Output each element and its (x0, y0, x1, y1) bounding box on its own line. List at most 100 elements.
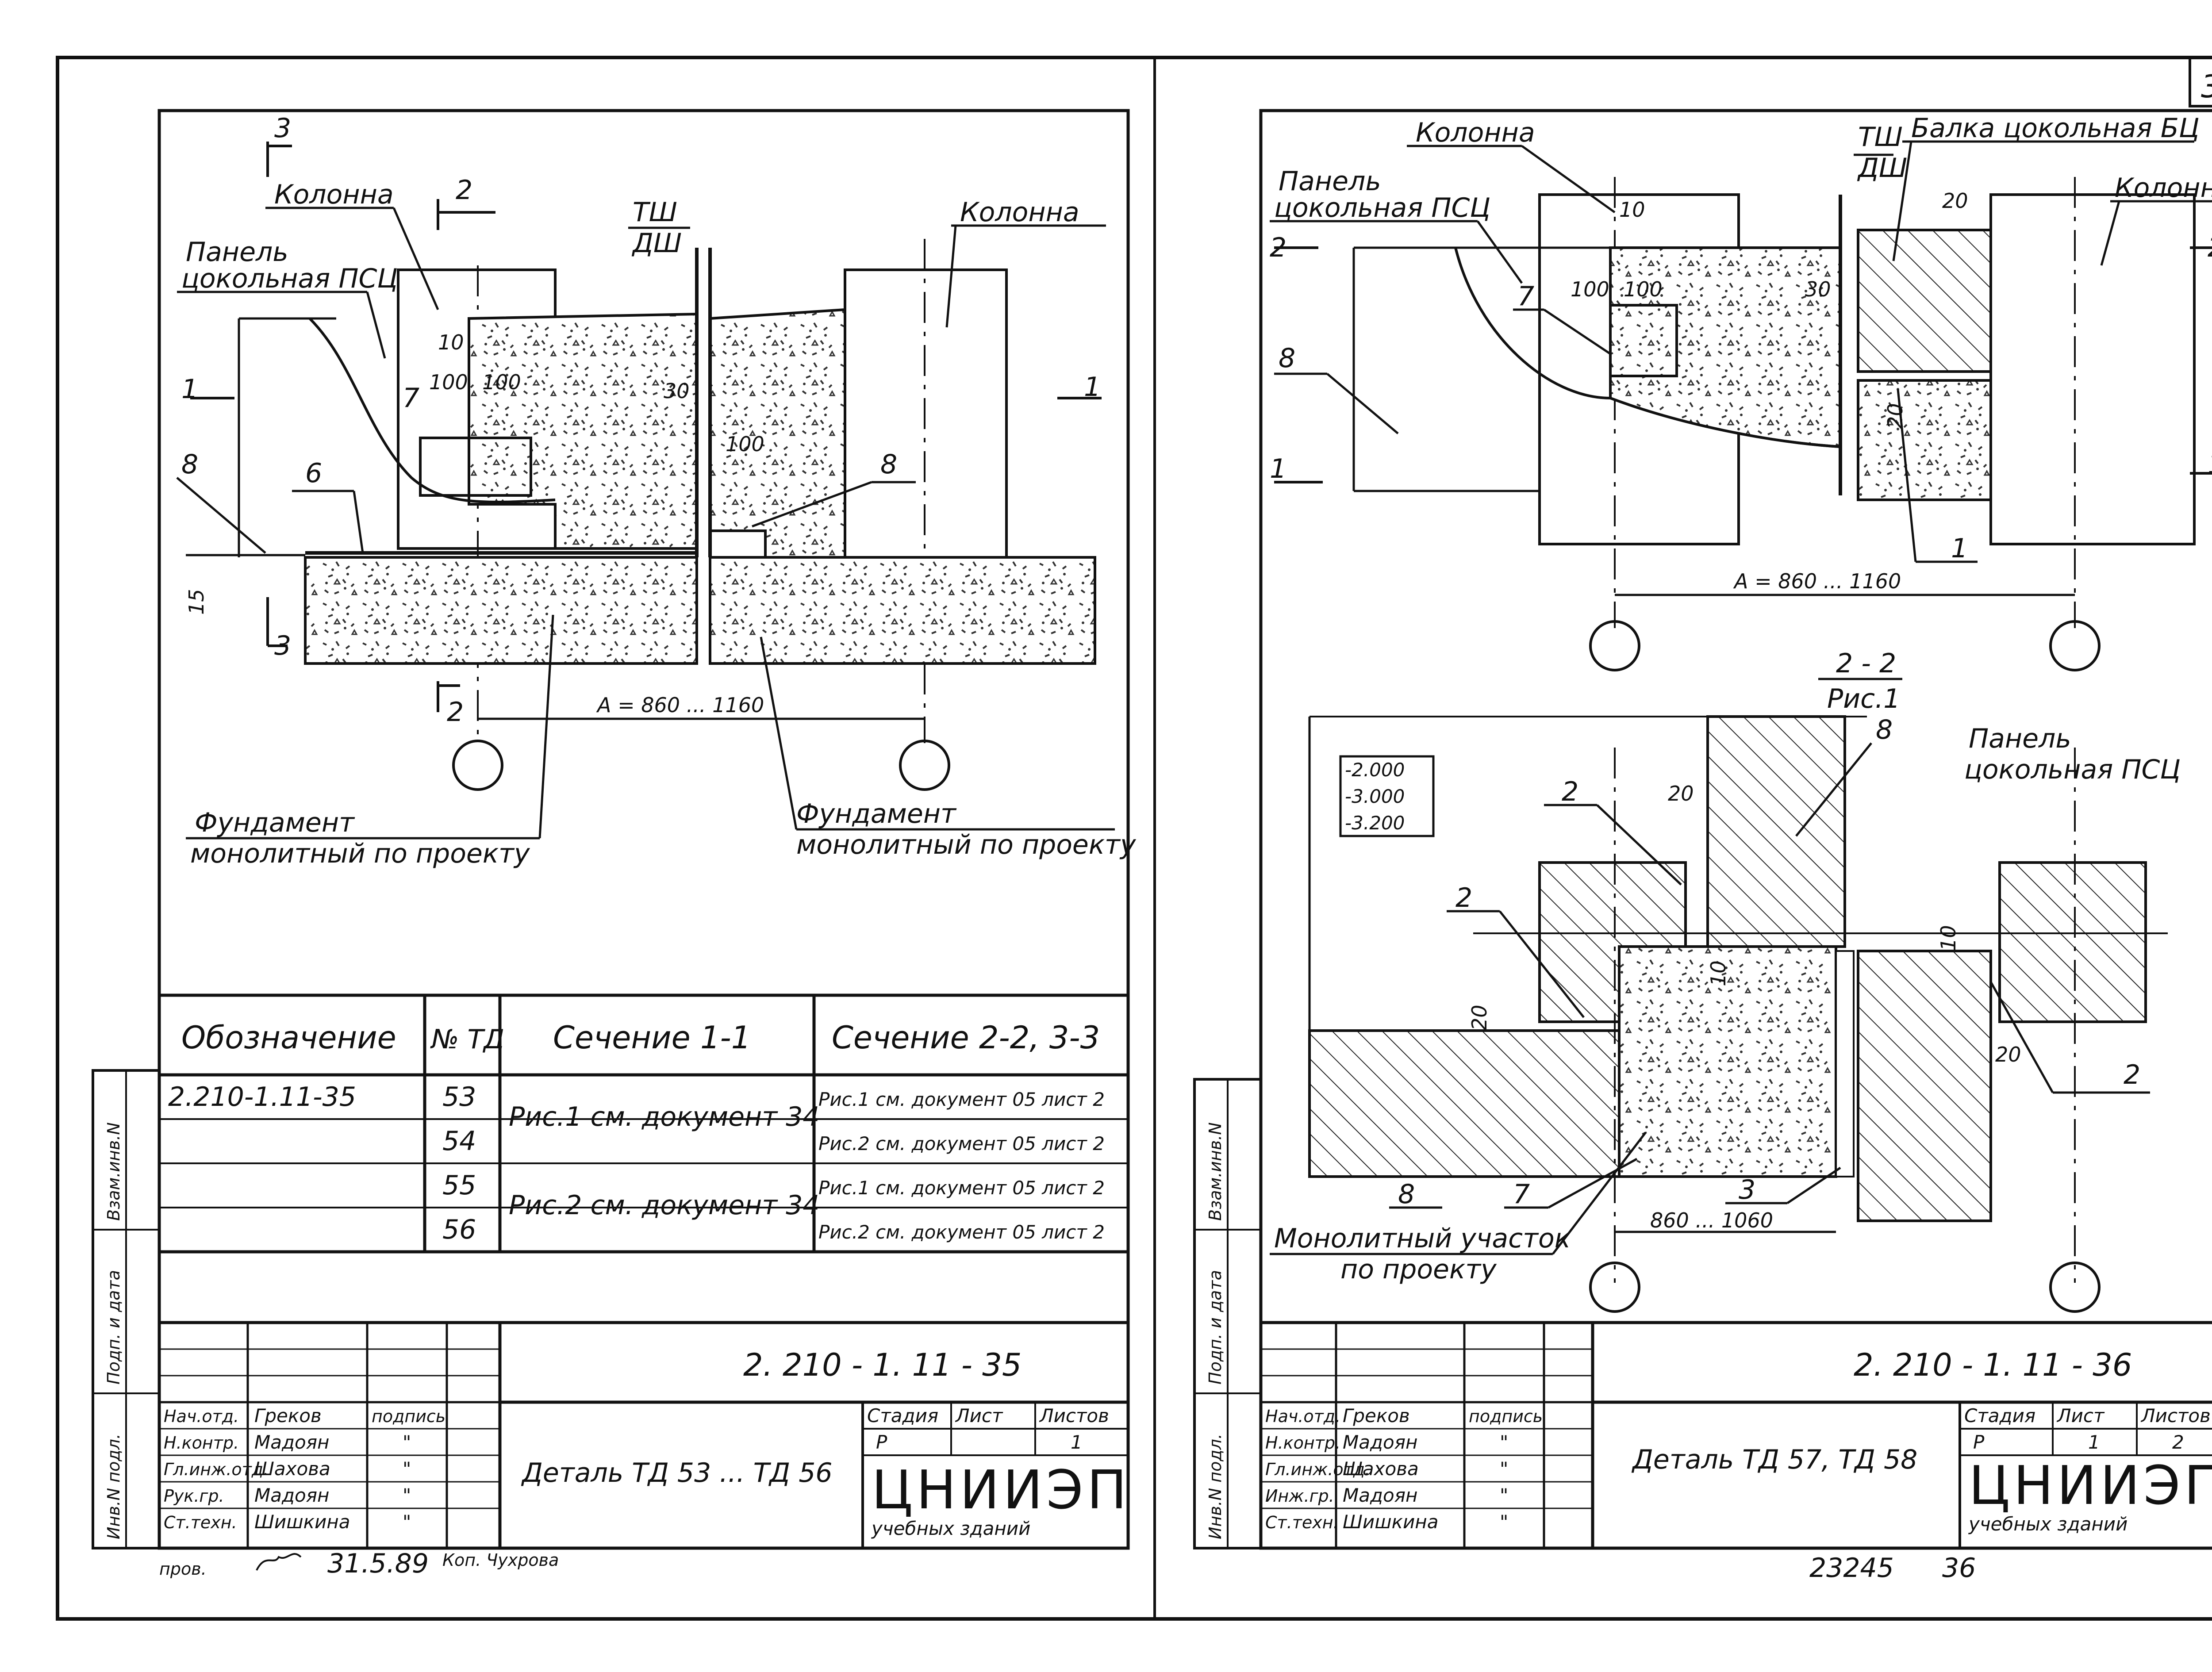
left-foundation-label-1b: монолитный по проекту (190, 838, 530, 869)
left-dim-100a: 100 (429, 370, 468, 394)
left-sheet: 3 2 1 1 3 2 Колонна (92, 109, 1137, 1579)
left-panel-break (308, 317, 556, 503)
left-axis-bubble-1 (452, 740, 503, 791)
right-base-beam (1857, 229, 1992, 373)
left-dim-100b: 100 (482, 370, 521, 394)
right-dim-20e: 20 (1995, 1043, 2021, 1066)
left-section-mark-2-top: 2 (456, 175, 472, 206)
right-callout-8: 8 (1279, 343, 1295, 374)
left-callout-8b: 8 (880, 449, 897, 480)
left-mark-4: " (403, 1511, 411, 1533)
left-spec-table: Обозначение № ТД Сечение 1-1 Сечение 2-2… (159, 993, 1128, 1254)
right-inner-frame (1259, 109, 2212, 1550)
right-dim-axis2: 860 ... 1060 (1650, 1208, 1773, 1232)
left-section-mark-1-right: 1 (1084, 372, 1101, 403)
left-inner-frame (157, 109, 1130, 1550)
right-label-column-2: Колонна (2115, 173, 2212, 203)
right-section-mark-2-left: 2 (1270, 232, 1286, 263)
left-sheet-header: Лист (955, 1405, 1003, 1427)
right-dim-20c: 20 (1668, 782, 1694, 805)
right-level-3: -3.200 (1345, 812, 1405, 834)
left-label-dsh: ДШ (631, 228, 682, 259)
left-foundation-label-2b: монолитный по проекту (796, 829, 1137, 860)
right-column-2 (1989, 193, 2196, 545)
left-row4-td: 56 (442, 1214, 476, 1245)
left-section-mark-3-top: 3 (274, 113, 291, 144)
right-role-1: Н.контр. (1265, 1433, 1340, 1453)
left-stage-value: Р (876, 1431, 887, 1453)
left-stage-header: Стадия (867, 1405, 938, 1427)
right-name-0: Греков (1343, 1405, 1410, 1427)
right-monolith-label-1: Монолитный участок (1274, 1223, 1571, 1254)
right-axis-bubble-4 (2049, 1262, 2101, 1313)
left-role-4: Ст.техн. (164, 1513, 237, 1532)
left-monolith-infill (468, 312, 698, 550)
right-callout-8c: 8 (1398, 1179, 1415, 1210)
right-label-panel-2: цокольная ПСЦ (1274, 192, 1490, 223)
right-dim-10: 10 (1619, 198, 1645, 222)
left-axis-bubble-2 (899, 740, 950, 791)
right-sheet: Колонна Панель цокольная ПСЦ ТШ ДШ Балка… (1193, 109, 2212, 1584)
left-title-block: 2. 210 - 1. 11 - 35 Деталь ТД 53 ... ТД … (159, 1321, 1130, 1579)
left-role-3: Рук.гр. (164, 1486, 224, 1506)
right-sign-header: подпись (1469, 1407, 1543, 1426)
left-name-3: Мадоян (254, 1484, 329, 1506)
right-section-mark-1-right: 1 (2208, 449, 2212, 480)
outer-frame (56, 56, 2212, 1621)
left-callout-8a: 8 (181, 449, 198, 480)
right-pocket (1609, 304, 1678, 377)
left-signature (256, 1553, 302, 1571)
right-column-section (1857, 950, 1992, 1222)
left-dim-axis: A = 860 ... 1160 (596, 693, 764, 717)
left-row1-td: 53 (442, 1081, 476, 1112)
right-level-box (1339, 755, 1435, 837)
right-callout-1: 1 (1951, 533, 1968, 564)
left-label-panel-1: Панель (186, 237, 288, 268)
left-foundation-label-1a: Фундамент (195, 807, 355, 838)
right-callout-2c: 2 (2124, 1059, 2140, 1090)
right-section-mark-1-left: 1 (1270, 453, 1286, 484)
right-doc-title: Деталь ТД 57, ТД 58 (1631, 1444, 1917, 1475)
right-axis-bubble-3 (1589, 1262, 1640, 1313)
left-role-1: Н.контр. (164, 1433, 239, 1453)
right-callout-7: 7 (1517, 281, 1534, 312)
left-sign-header: подпись (372, 1407, 445, 1426)
right-label-beam: Балка цокольная БЦ (1911, 113, 2199, 144)
right-level-2: -3.000 (1345, 786, 1405, 807)
right-sheet-header: Лист (2056, 1405, 2105, 1427)
right-side-label-1: Инв.N подл. (1206, 1434, 1225, 1539)
left-mark-2: " (403, 1458, 411, 1480)
left-row3-sec22: Рис.1 см. документ 05 лист 2 (818, 1177, 1105, 1199)
left-org-sub: учебных зданий (871, 1518, 1030, 1539)
right-beam-section-2 (1998, 861, 2147, 1023)
left-mark-1: " (403, 1431, 411, 1453)
left-side-label-2: Подп. и дата (104, 1270, 123, 1384)
right-mark-3: " (1500, 1484, 1508, 1506)
left-row2-td: 54 (442, 1126, 476, 1157)
right-stage-value: Р (1973, 1431, 1985, 1453)
left-side-label-3: Взам.инв.N (104, 1122, 123, 1221)
left-table-header-sec11: Сечение 1-1 (553, 1020, 751, 1056)
left-foundation-2 (709, 556, 1096, 665)
left-row1-sec22: Рис.1 см. документ 05 лист 2 (818, 1089, 1105, 1110)
left-side-label-1: Инв.N подл. (104, 1434, 123, 1539)
left-doc-title: Деталь ТД 53 ... ТД 56 (521, 1457, 833, 1488)
page-number-box (2189, 56, 2212, 107)
left-sheets-header: Листов (1039, 1405, 1109, 1427)
left-table-header-sec22: Сечение 2-2, 3-3 (832, 1020, 1100, 1056)
left-label-tsh: ТШ (633, 197, 677, 228)
left-prov-date: 31.5.89 (327, 1548, 429, 1579)
right-side-label-3: Взам.инв.N (1206, 1122, 1225, 1221)
right-dim-20a: 20 (1942, 189, 1968, 213)
left-org-logo: ЦНИИЭП (872, 1460, 1130, 1521)
right-role-0: Нач.отд. (1265, 1407, 1340, 1426)
left-pocket (419, 437, 532, 497)
right-beam-infill (1857, 379, 1992, 501)
left-row3-td: 55 (442, 1170, 476, 1201)
right-label-tsh: ТШ (1858, 122, 1903, 153)
right-foundation-section (1308, 1029, 1621, 1178)
right-side-label-2: Подп. и дата (1206, 1270, 1225, 1384)
right-dim-100b: 100 (1624, 277, 1663, 301)
left-mark-3: " (403, 1484, 411, 1506)
